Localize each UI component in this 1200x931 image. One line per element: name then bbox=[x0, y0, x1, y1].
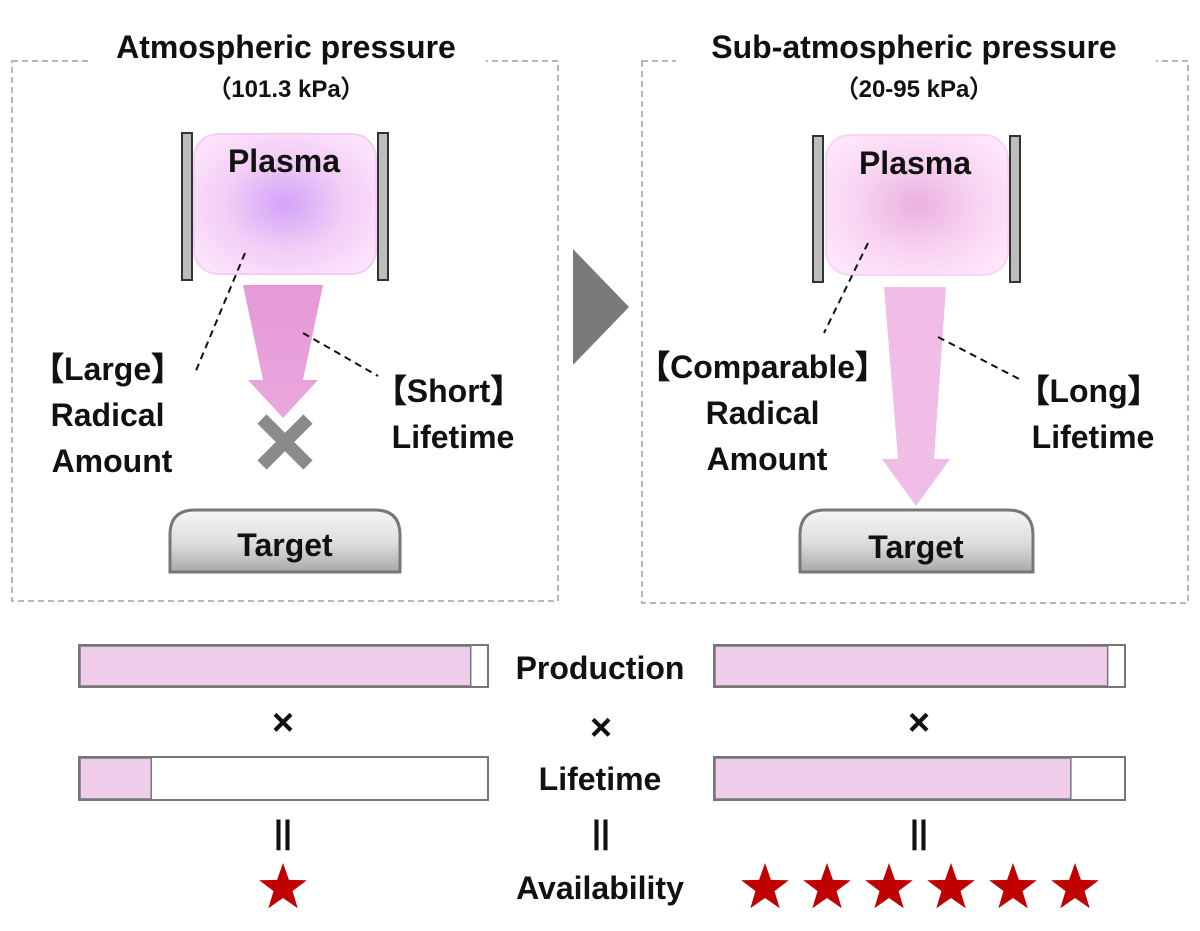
multiply-sign-center: × bbox=[590, 707, 612, 749]
production-bar-left-fill bbox=[79, 645, 472, 687]
left-electrode-right bbox=[377, 132, 389, 281]
left-target-label: Target bbox=[237, 527, 333, 563]
production-bar-right-fill bbox=[714, 645, 1109, 687]
left-plasma-label: Plasma bbox=[228, 143, 340, 179]
right-plasma-label: Plasma bbox=[859, 145, 971, 181]
right-radical-leader-line bbox=[823, 242, 869, 334]
left-radical-arrow bbox=[243, 285, 323, 418]
right-panel: Sub-atmospheric pressure （20-95 kPa） Pla… bbox=[638, 29, 1189, 604]
star-icon bbox=[741, 863, 789, 909]
right-lifetime-label: 【Long】 Lifetime bbox=[1017, 373, 1168, 455]
left-panel-subtitle: （101.3 kPa） bbox=[207, 76, 364, 103]
multiply-sign-left: × bbox=[272, 702, 294, 744]
star-icon bbox=[1051, 863, 1099, 909]
left-title-mask bbox=[88, 30, 486, 92]
right-radical-label: 【Comparable】 Radical Amount bbox=[638, 349, 896, 477]
availability-stars-right bbox=[741, 863, 1099, 909]
production-label: Production bbox=[516, 650, 685, 686]
play-triangle-icon bbox=[573, 249, 629, 365]
left-lifetime-label: 【Short】 Lifetime bbox=[375, 373, 531, 455]
right-panel-subtitle: （20-95 kPa） bbox=[835, 76, 994, 103]
right-panel-title: Sub-atmospheric pressure bbox=[711, 29, 1116, 65]
right-target-label: Target bbox=[868, 529, 964, 565]
left-radical-label: 【Large】 Radical Amount bbox=[32, 351, 192, 479]
left-panel-title: Atmospheric pressure bbox=[116, 29, 456, 65]
left-panel: Atmospheric pressure （101.3 kPa） Plasma … bbox=[11, 29, 559, 602]
lifetime-row-label: Lifetime bbox=[539, 761, 662, 797]
lifetime-bar-right-fill bbox=[714, 757, 1072, 800]
availability-label: Availability bbox=[516, 870, 684, 906]
availability-stars-left bbox=[259, 863, 307, 909]
left-radical-leader-line bbox=[194, 252, 246, 374]
right-electrode-left bbox=[812, 135, 824, 283]
lifetime-bar-left-fill bbox=[79, 757, 152, 800]
star-icon bbox=[989, 863, 1037, 909]
production-row: Production bbox=[78, 644, 1126, 688]
right-target-block bbox=[798, 508, 1035, 574]
right-electrode-right bbox=[1009, 135, 1021, 283]
right-plasma-box bbox=[825, 134, 1009, 276]
left-lifetime-leader-line bbox=[302, 332, 379, 377]
star-icon bbox=[865, 863, 913, 909]
equals-sign-left: || bbox=[274, 814, 292, 850]
lifetime-row: Lifetime bbox=[78, 756, 1126, 801]
multiply-sign-right: × bbox=[908, 702, 930, 744]
comparison-section: Production × × × Lifetime || || || Avail… bbox=[78, 644, 1126, 909]
equals-sign-center: || bbox=[592, 814, 610, 850]
equals-sign-right: || bbox=[910, 814, 928, 850]
right-title-mask bbox=[676, 30, 1156, 92]
left-target-block bbox=[168, 508, 402, 574]
left-plasma-box bbox=[193, 133, 377, 275]
star-icon bbox=[803, 863, 851, 909]
cross-mark-icon bbox=[257, 414, 313, 470]
right-lifetime-leader-line bbox=[937, 336, 1024, 382]
right-radical-arrow bbox=[882, 287, 950, 506]
left-electrode-left bbox=[181, 132, 193, 281]
star-icon bbox=[259, 863, 307, 909]
star-icon bbox=[927, 863, 975, 909]
